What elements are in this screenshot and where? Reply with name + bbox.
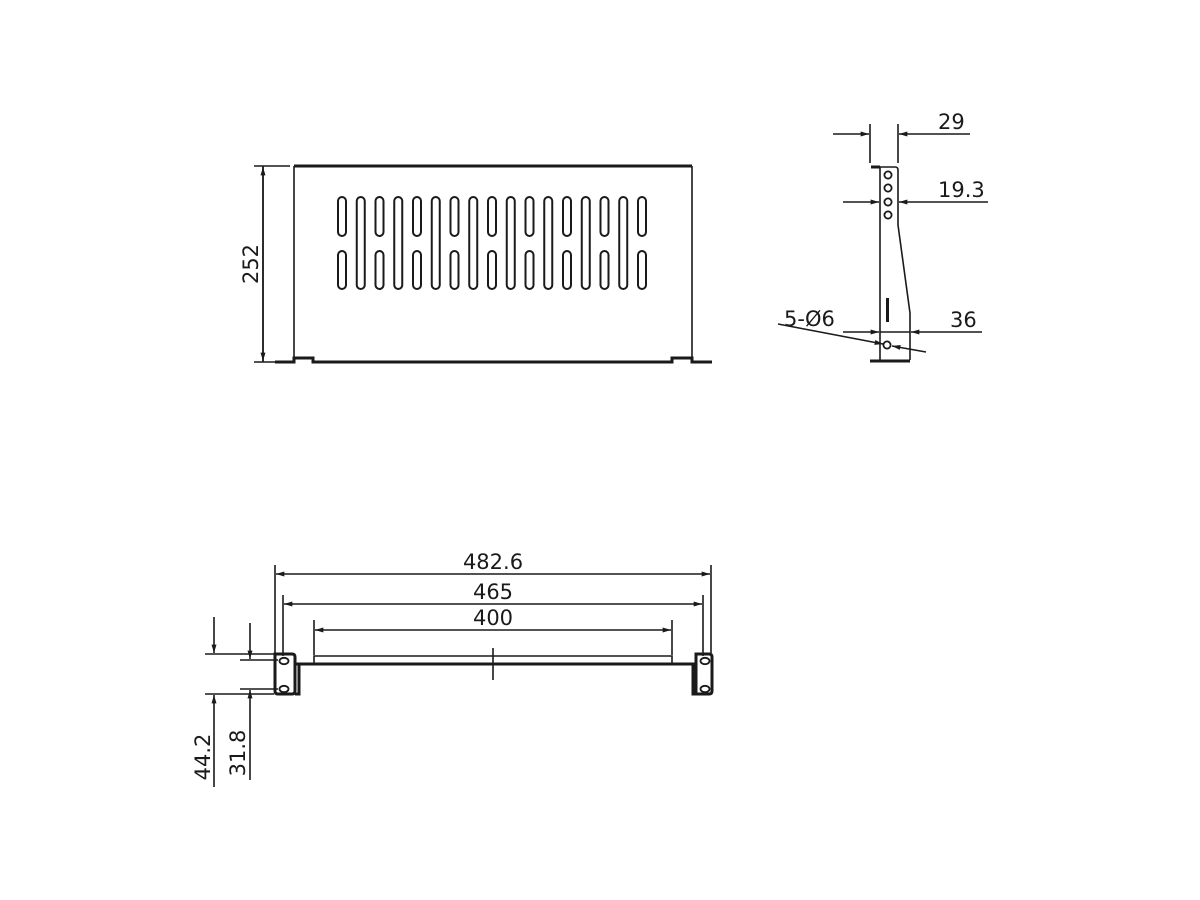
vent-slot [487, 250, 497, 290]
top-width-dim-label: 29 [938, 110, 965, 134]
bracket-hole [883, 170, 893, 180]
bracket-hole [882, 340, 892, 350]
vertical-hole-spacing-dim-label: 31.8 [226, 730, 250, 777]
vent-slot [637, 196, 647, 237]
height-dim-label: 252 [239, 244, 263, 284]
bracket-hole [883, 183, 893, 193]
bracket-hole [883, 210, 893, 220]
vent-slot [337, 196, 347, 237]
right-mount-ear [694, 652, 714, 696]
vent-slot [468, 196, 479, 290]
mount-hole-spacing-dimension: 465 [282, 580, 704, 656]
front-view: 252 [239, 164, 712, 364]
hole-offset-dimension: 19.3 [843, 178, 988, 205]
ear-height-dimension: 44.2 [191, 617, 274, 787]
vent-slot [487, 196, 497, 237]
vent-slot [374, 250, 385, 290]
tray-width-dim-label: 400 [473, 606, 513, 630]
tray-width-dimension: 400 [313, 606, 673, 655]
vent-slot [599, 250, 610, 290]
vent-slot [374, 196, 385, 237]
overall-width-dim-label: 482.6 [463, 550, 523, 574]
vent-slot [393, 196, 404, 290]
ventilation-slots [337, 196, 647, 290]
top-width-dimension: 29 [833, 110, 970, 163]
vertical-hole-spacing-dimension: 31.8 [226, 623, 278, 780]
left-mount-ear [273, 652, 297, 696]
hole-callout-label: 5-Ø6 [784, 307, 835, 331]
ear-height-dim-label: 44.2 [191, 734, 215, 781]
bracket-slot [886, 298, 889, 322]
hole-offset-dim-label: 19.3 [938, 178, 985, 202]
vent-slot [618, 196, 629, 290]
vent-slot [524, 196, 535, 237]
mount-hole-spacing-dim-label: 465 [473, 580, 513, 604]
vent-slot [412, 196, 422, 237]
vent-slot [505, 196, 516, 290]
vent-slot [524, 250, 535, 290]
height-dimension: 252 [239, 165, 290, 363]
overall-width-dimension: 482.6 [274, 550, 712, 653]
bracket-outline [879, 166, 911, 360]
vent-slot [337, 250, 347, 290]
vent-slot [449, 250, 460, 290]
vent-slot [430, 196, 441, 290]
vent-slot [562, 250, 572, 290]
hole-callout: 5-Ø6 [777, 307, 927, 353]
side-view: 29 19.3 36 5-Ø6 [777, 110, 988, 363]
vent-slot [637, 250, 647, 290]
vent-slot [599, 196, 610, 237]
bottom-width-dim-label: 36 [950, 308, 977, 332]
ear-hole [278, 656, 290, 666]
ear-hole [278, 684, 290, 694]
top-view: 482.6 465 400 44.2 [191, 550, 714, 787]
ear-hole [699, 656, 711, 666]
vent-slot [580, 196, 591, 290]
vent-slot [449, 196, 460, 237]
vent-slot [562, 196, 572, 237]
bottom-width-dimension: 36 [843, 308, 982, 335]
vent-slot [355, 196, 366, 290]
bracket-hole [883, 197, 893, 207]
ear-hole [699, 684, 711, 694]
vent-slot [412, 250, 422, 290]
vent-slot [543, 196, 554, 290]
panel-base [275, 356, 712, 364]
